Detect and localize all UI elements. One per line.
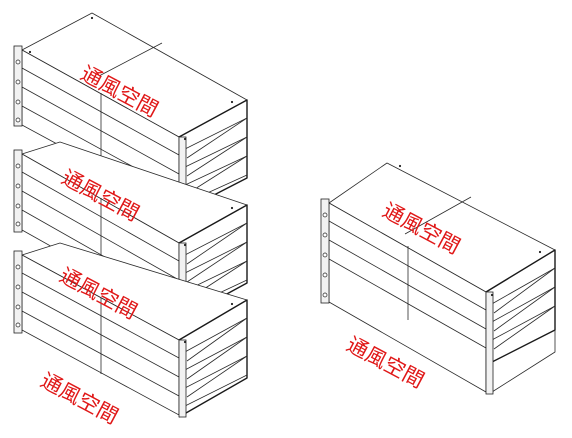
rack-unit-left-3 [13, 242, 248, 418]
rack-unit-right [320, 162, 556, 395]
